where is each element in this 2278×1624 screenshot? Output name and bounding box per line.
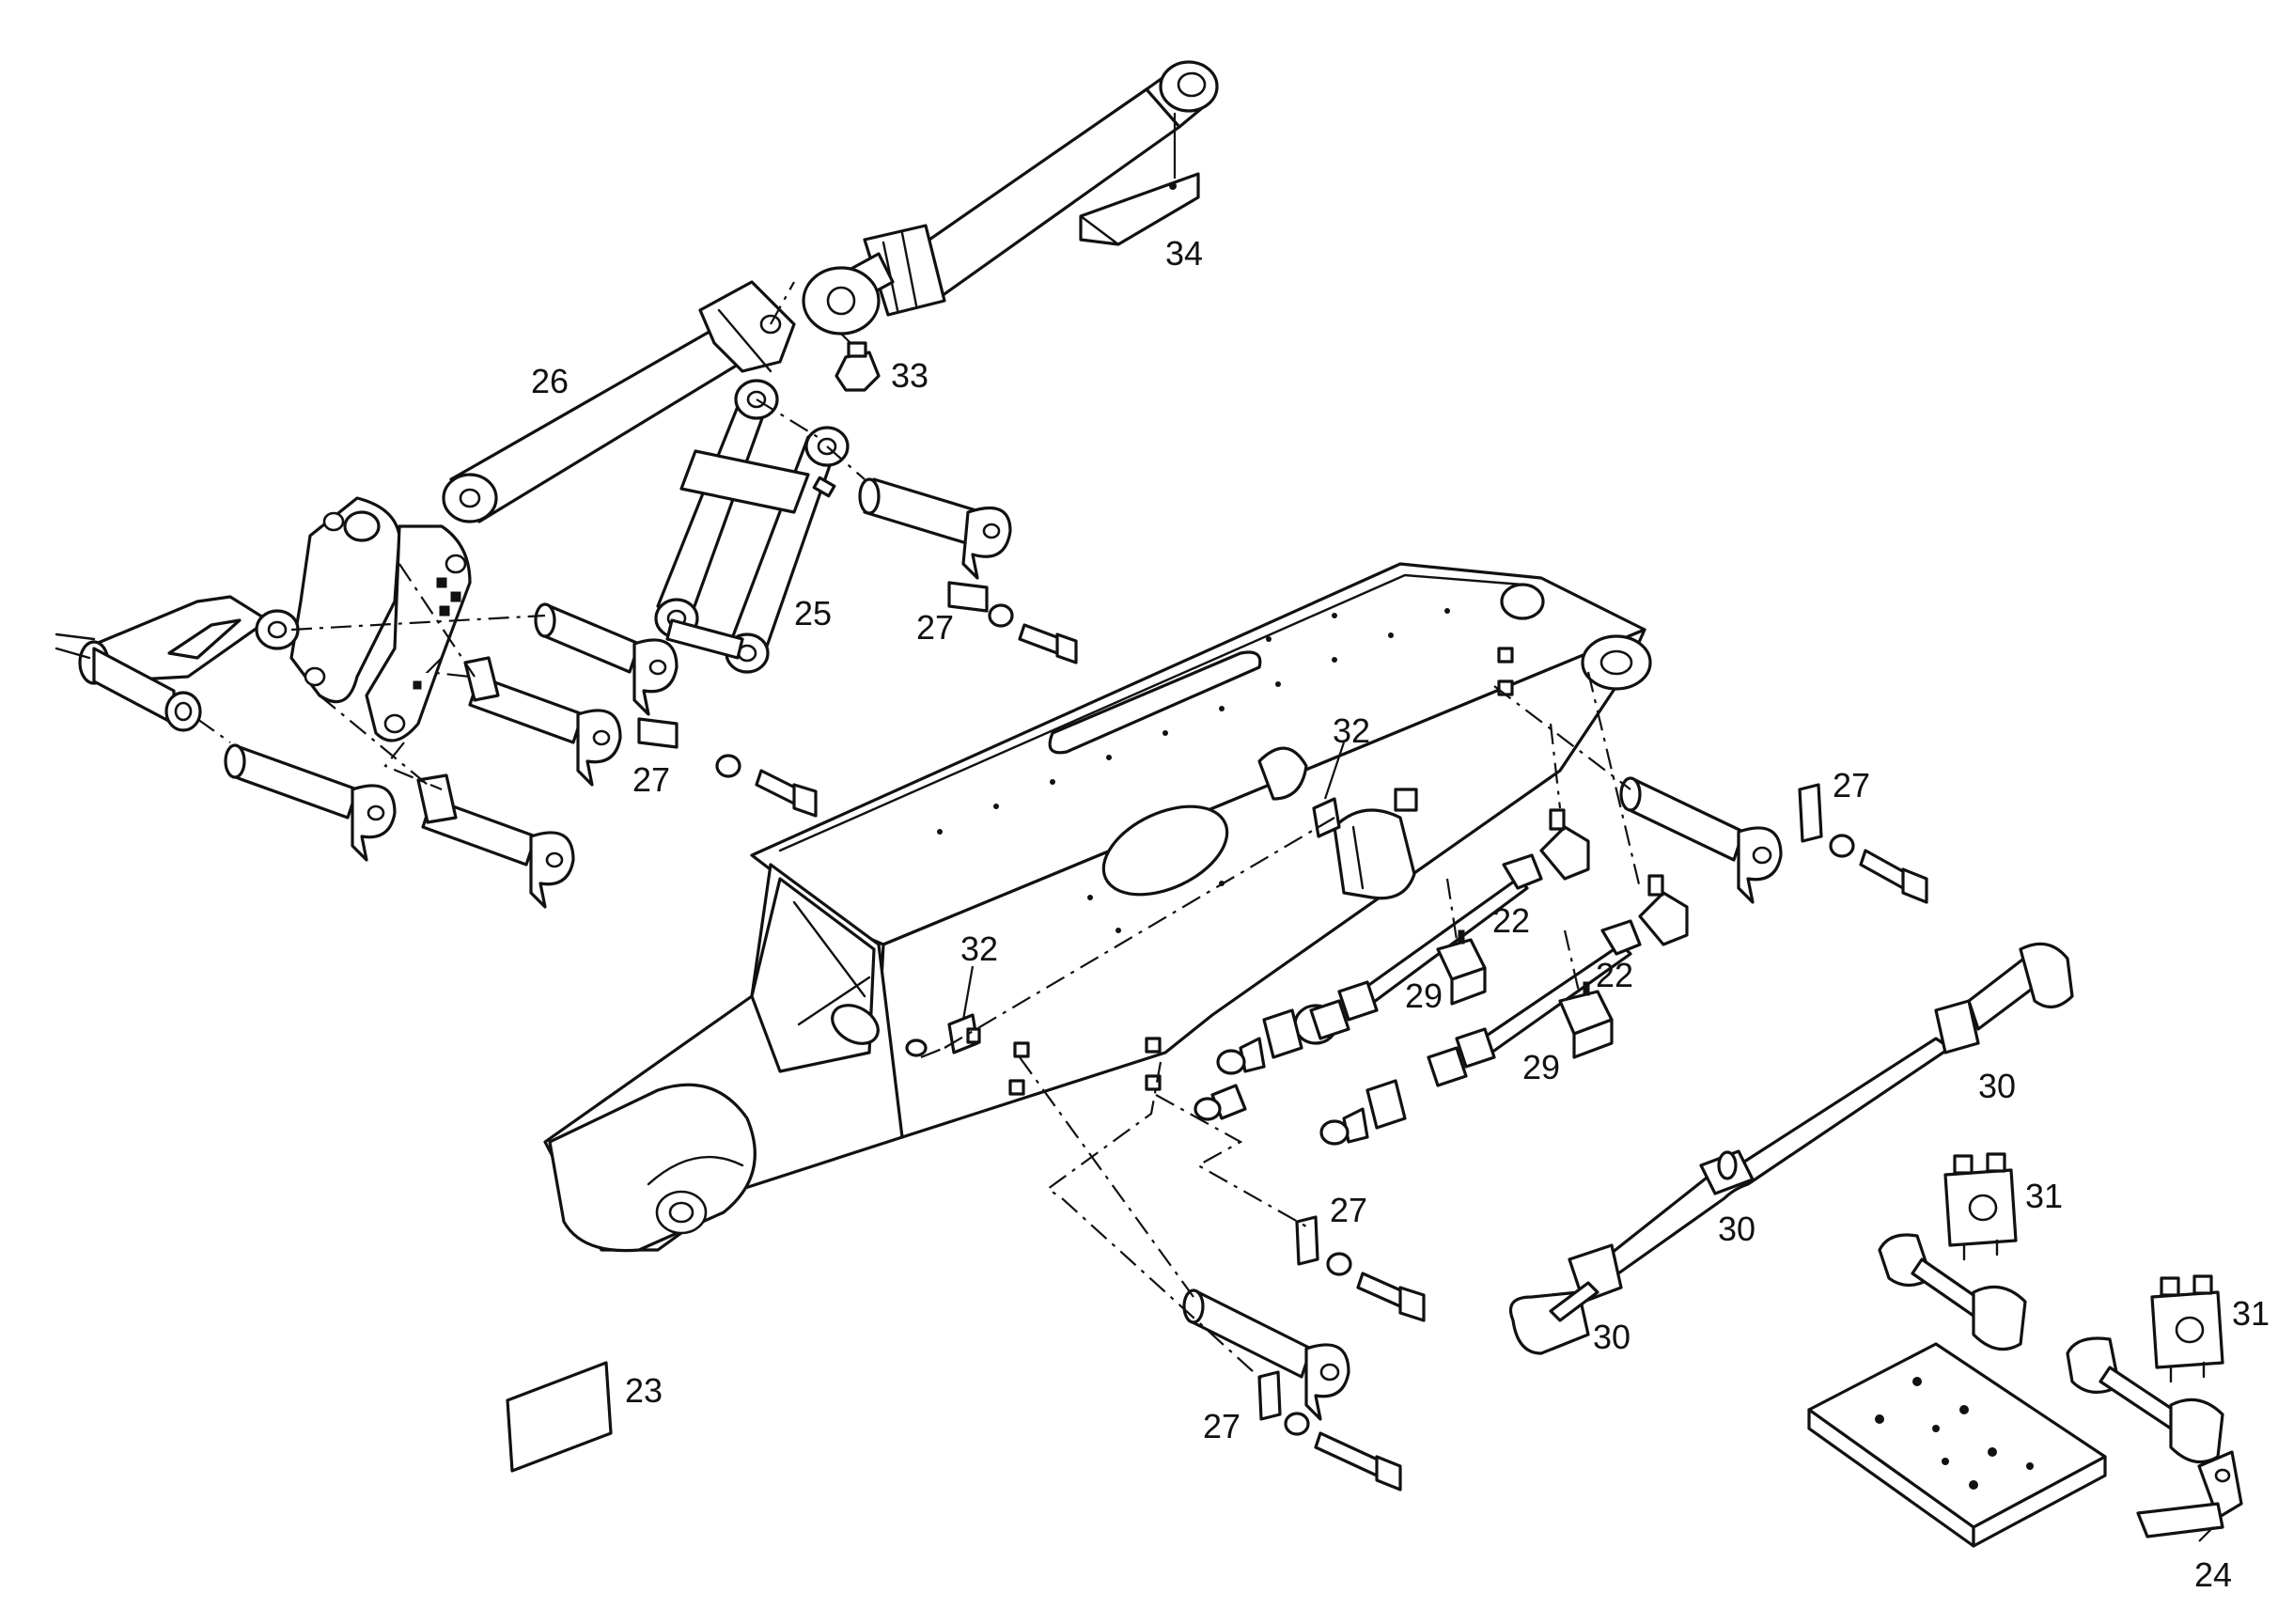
ball-joint-rod-upper — [1878, 1233, 2027, 1351]
decal-plate — [506, 1361, 613, 1473]
callout-leaders — [961, 742, 2214, 1542]
callout-27-right: 27 — [1833, 766, 1870, 804]
bracket-pin-lower — [224, 743, 397, 862]
bolt-set-27-upper — [947, 581, 1078, 664]
callout-34: 34 — [1165, 234, 1203, 273]
hydraulic-line-upper — [1309, 808, 1590, 1040]
callout-27-bottom: 27 — [1203, 1407, 1240, 1445]
tie-rod-assembly — [1508, 942, 2074, 1355]
hydraulic-cylinder — [802, 60, 1219, 336]
bolt-set-27-mid — [1295, 1215, 1426, 1322]
callout-30-right: 30 — [1978, 1067, 2016, 1105]
callout-33: 33 — [891, 356, 928, 395]
callout-30-left: 30 — [1593, 1318, 1630, 1356]
coupler-lower — [1319, 1079, 1407, 1146]
callout-30-middle: 30 — [1718, 1210, 1755, 1248]
bracket-pin-bottom — [416, 773, 575, 909]
bracket-pin-upper — [534, 602, 679, 716]
grease-nipple — [835, 341, 881, 392]
bracket-pin-middle — [463, 656, 622, 787]
pivot-pin — [812, 476, 1012, 580]
a-frame-link — [55, 595, 300, 732]
bolt-set-27-left — [637, 717, 818, 818]
coupler-upper — [1216, 1008, 1303, 1075]
mounting-plate — [1807, 1342, 2107, 1548]
callout-29-lower: 29 — [1522, 1048, 1560, 1086]
elbow-fitting — [1194, 1084, 1247, 1121]
bolt-set-27-right — [1798, 783, 1928, 904]
callout-23: 23 — [625, 1371, 663, 1410]
mounting-bracket — [289, 496, 472, 742]
boom-pin-lower — [1182, 1288, 1350, 1421]
callout-32-lower: 32 — [960, 929, 998, 968]
ball-joint-rod-lower — [2066, 1336, 2224, 1464]
clamp-31-lower — [2150, 1274, 2224, 1383]
clamp-block-lower — [1558, 981, 1614, 1059]
hydraulic-line-lower — [1427, 874, 1689, 1087]
assembly-lines — [196, 281, 1642, 1382]
link-arm — [442, 280, 796, 523]
clamp-block-upper — [1436, 929, 1487, 1006]
callout-22-upper: 22 — [1492, 901, 1530, 940]
callout-29-upper: 29 — [1405, 976, 1443, 1015]
angle-bracket — [2136, 1450, 2243, 1538]
callout-labels: 34 33 26 25 27 27 32 27 32 22 29 22 29 3… — [531, 234, 2270, 1594]
boom-pin-right — [1619, 776, 1783, 904]
bolt-set-27-bottom — [1257, 1370, 1402, 1491]
callout-27-mid: 27 — [1330, 1191, 1367, 1229]
callout-22-lower: 22 — [1596, 956, 1633, 994]
callout-27-left: 27 — [632, 760, 670, 799]
link-frame — [654, 379, 850, 674]
callout-26: 26 — [531, 362, 569, 400]
callout-24: 24 — [2194, 1555, 2232, 1594]
callout-31-upper: 31 — [2025, 1177, 2063, 1215]
wear-pad — [1079, 113, 1200, 246]
callout-27-upper: 27 — [916, 608, 954, 647]
callout-32-upper: 32 — [1333, 711, 1370, 750]
clamp-31-upper — [1943, 1152, 2018, 1261]
main-boom-arm — [543, 562, 1652, 1253]
callout-31-lower: 31 — [2232, 1294, 2270, 1333]
callout-25: 25 — [794, 594, 832, 632]
